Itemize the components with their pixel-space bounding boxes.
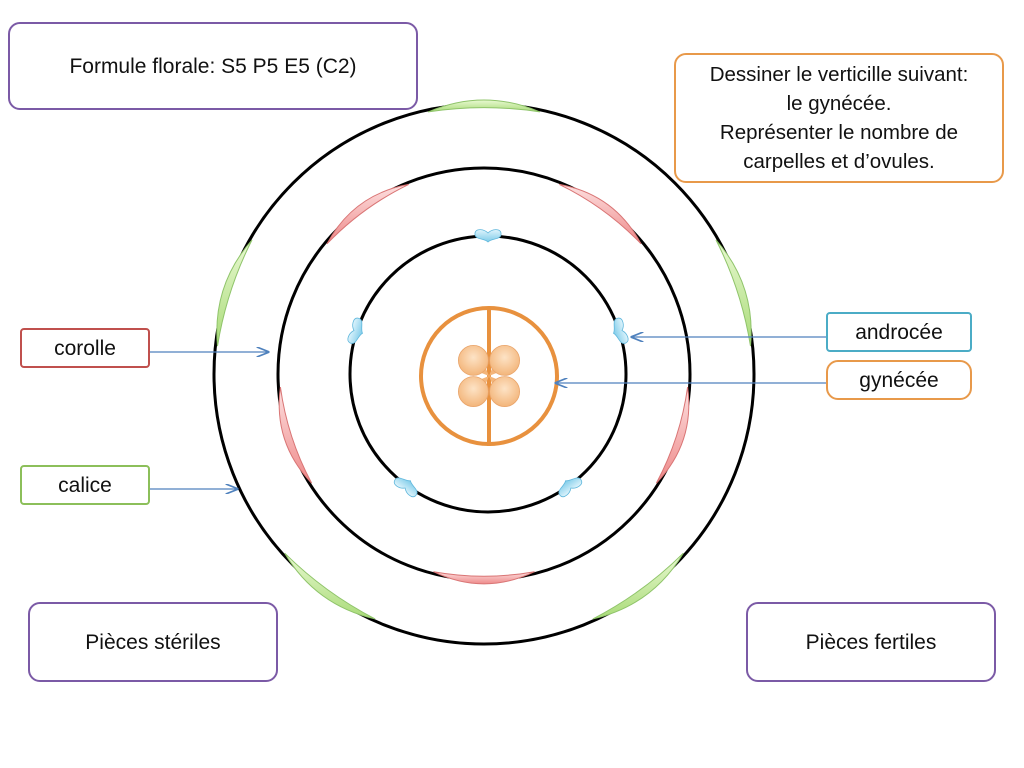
petal [655,387,690,484]
calice-label-box: calice [20,465,150,505]
stamen [347,317,364,344]
arrows [150,337,826,489]
ovule-stalk [489,376,499,386]
instruction-line: le gynécée. [786,92,892,115]
ovule-stalk [479,376,489,386]
ovule-stalk [479,366,489,376]
instruction-line: carpelles et d’ovules. [743,150,935,173]
corolle-label: corolle [54,336,116,360]
sepal [284,552,376,620]
sepal [216,239,253,347]
ovule [457,376,489,408]
stamen [558,477,583,498]
ovule [457,344,489,376]
petal [433,571,535,585]
stamens-group [347,229,629,498]
calice-label: calice [58,473,112,497]
floral-formula-text: Formule florale: S5 P5 E5 (C2) [69,54,357,78]
instruction-box: Dessiner le verticille suivant: le gynéc… [674,53,1004,183]
sepals-group [216,99,752,620]
ovule-stalk [489,366,499,376]
corolle-label-box: corolle [20,328,150,368]
petal [278,387,313,484]
androcee-label: androcée [855,320,943,344]
stamen [393,477,418,498]
ovule [489,376,521,408]
gynecee-label-box: gynécée [826,360,972,400]
sterile-parts-box: Pièces stériles [28,602,278,682]
fertile-parts-box: Pièces fertiles [746,602,996,682]
androcee-label-box: androcée [826,312,972,352]
petal [559,183,642,245]
petals-group [278,183,690,585]
stamen [612,317,629,344]
instruction-line: Représenter le nombre de [719,121,959,144]
petal [326,183,409,245]
sepal [592,552,684,620]
floral-formula-box: Formule florale: S5 P5 E5 (C2) [8,22,418,110]
ovules-group [457,344,521,408]
sterile-parts-label: Pièces stériles [85,630,221,654]
gynecee-label: gynécée [859,368,939,392]
stamen [474,229,502,243]
sepal [427,99,541,113]
gynoecium [419,306,559,446]
instruction-line: Dessiner le verticille suivant: [709,63,969,86]
sepal [715,239,752,347]
fertile-parts-label: Pièces fertiles [805,630,937,654]
ovule [489,344,521,376]
